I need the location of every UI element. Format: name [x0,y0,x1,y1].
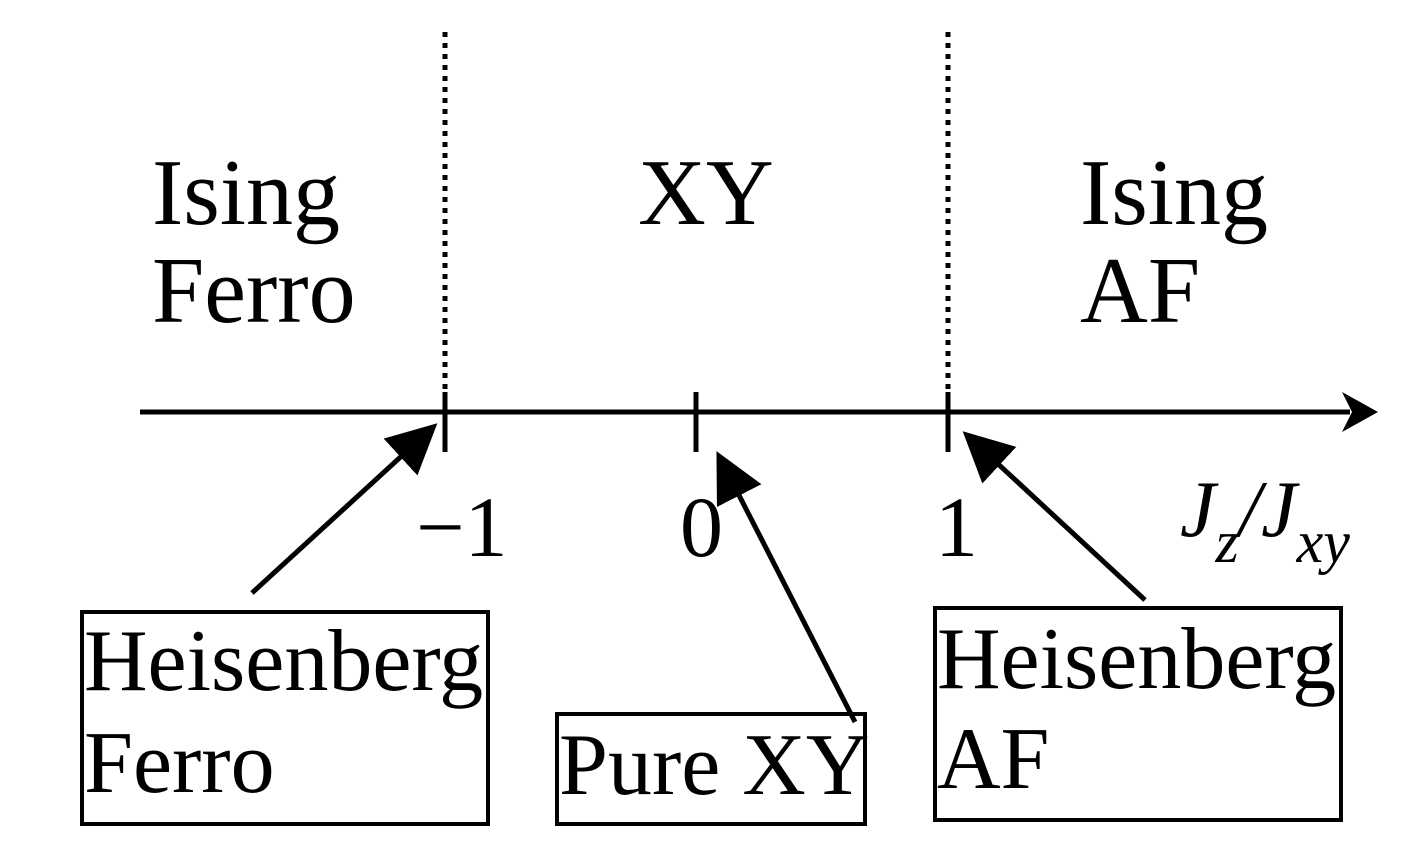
box-heisenberg-ferro [80,610,490,826]
axis-variable-label: Jz/Jxy [1180,470,1350,572]
axis-var-denominator: J [1261,466,1297,554]
arrow-heisenberg-af [962,431,1147,602]
region-left-line2: Ferro [152,239,356,343]
box-heisenberg-af-line2: AF [937,711,1050,808]
region-left-line1: Ising [152,141,340,245]
axis-var-numerator-sub: z [1215,509,1239,575]
axis-var-slash: / [1238,466,1262,554]
axis-var-denominator-sub: xy [1296,509,1350,575]
box-pure-xy [555,712,867,826]
box-heisenberg-af-line1: Heisenberg [937,611,1337,708]
box-heisenberg-ferro-line2: Ferro [84,715,275,812]
tick-label-plus-one: 1 [935,479,978,575]
arrow-heisenberg-ferro [250,423,438,595]
region-right-line2: AF [1080,239,1201,343]
axis-arrowhead [1342,392,1378,432]
region-right-line1: Ising [1080,141,1268,245]
axis-var-numerator: J [1180,466,1216,554]
tick-label-minus-one: −1 [416,479,508,575]
box-heisenberg-af [933,606,1343,822]
arrow-pure-xy [716,451,858,724]
box-pure-xy-line1: Pure XY [559,717,870,814]
tick-label-zero: 0 [680,479,723,575]
region-middle-line1: XY [638,141,774,245]
box-heisenberg-ferro-line1: Heisenberg [84,613,484,710]
